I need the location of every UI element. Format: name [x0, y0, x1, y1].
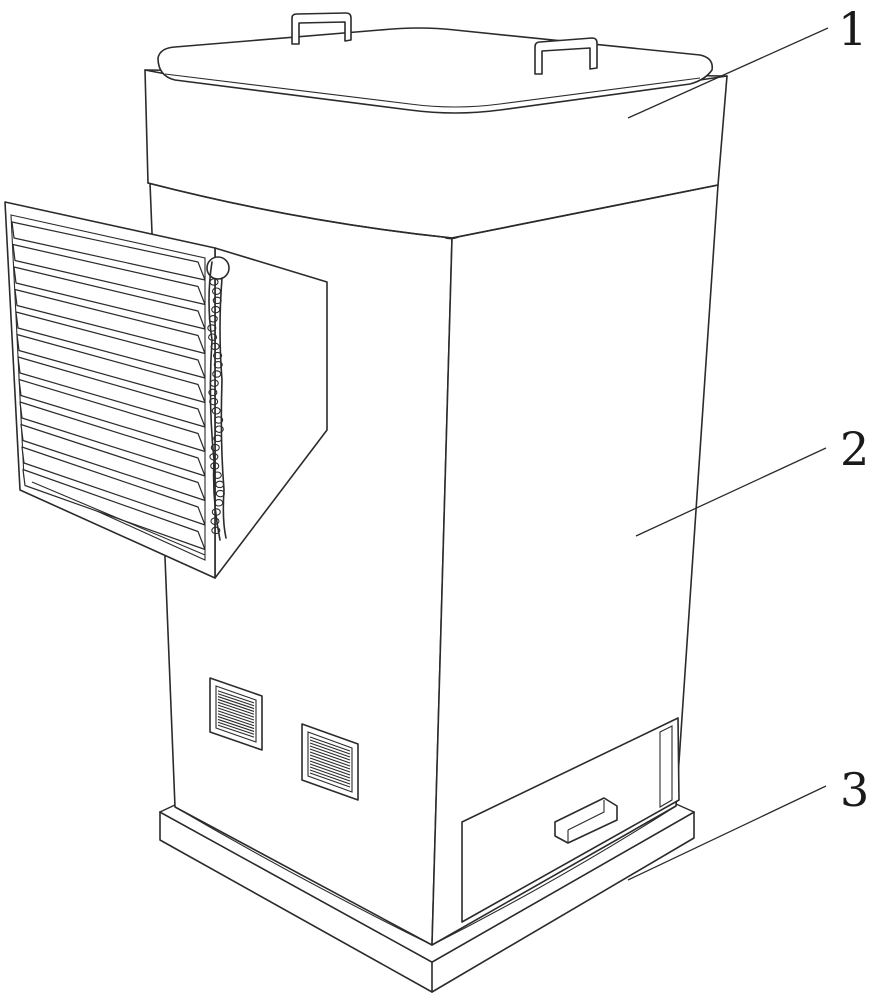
- callout-label-1: 1: [838, 2, 867, 56]
- callout-label-2: 2: [840, 422, 869, 476]
- callout-label-3: 3: [840, 763, 869, 817]
